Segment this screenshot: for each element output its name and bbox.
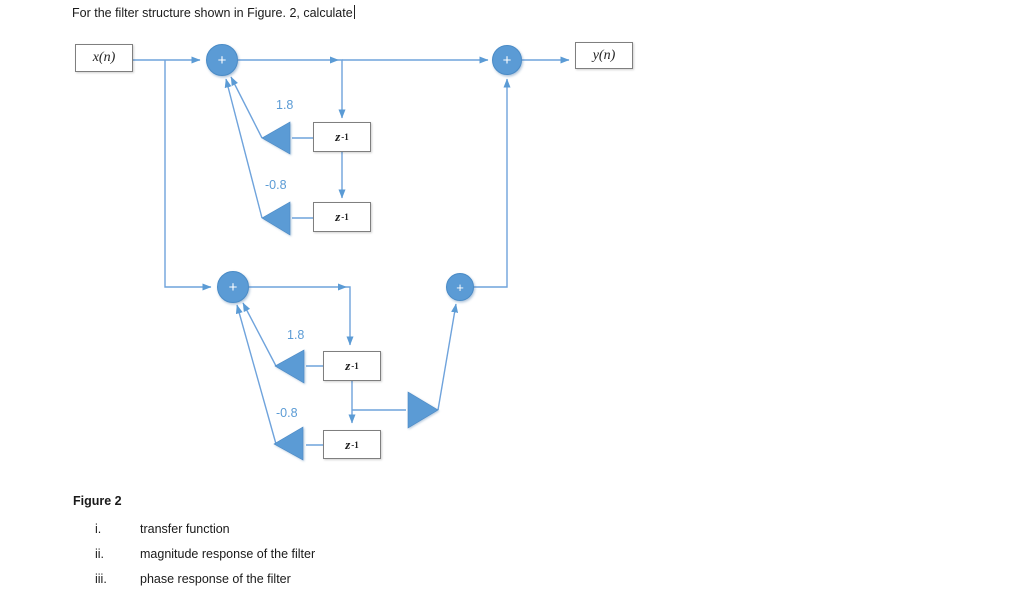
page-title-text: For the filter structure shown in Figure… [72, 6, 353, 20]
delay-block-3: z-1 [323, 351, 381, 381]
wire-gain4-feedback [235, 304, 277, 445]
gain-triangle-bottom-1 [274, 349, 305, 384]
plus-icon: + [502, 51, 512, 69]
question-item-3[interactable]: iii. phase response of the filter [95, 572, 291, 586]
adder-4: + [446, 273, 474, 301]
delay-base: z [345, 358, 351, 373]
question-number: i. [95, 522, 102, 536]
question-item-2[interactable]: ii. magnitude response of the filter [95, 547, 315, 561]
plus-icon: + [228, 278, 238, 296]
wire-gain3-feedback [242, 302, 277, 367]
delay-block-2: z-1 [313, 202, 371, 232]
wire-adder4-to-adder2 [474, 78, 511, 288]
gain-triangle-top-1 [261, 121, 291, 155]
gain-label-bottom-1: 1.8 [287, 328, 305, 342]
plus-icon: + [456, 279, 464, 295]
branch-arrow-top [330, 56, 339, 64]
input-signal-box: x(n) [75, 44, 133, 72]
adder-3: + [217, 271, 249, 303]
question-item-1[interactable]: i. transfer function [95, 522, 230, 536]
question-text: magnitude response of the filter [140, 547, 316, 561]
delay-base: z [335, 209, 341, 224]
figure-caption[interactable]: Figure 2 [73, 494, 122, 508]
text-cursor [353, 5, 355, 19]
gain-label-top-1: 1.8 [276, 98, 294, 112]
wire-input-branch-to-adder3 [164, 60, 212, 291]
output-signal-box: y(n) [575, 42, 633, 69]
page-title[interactable]: For the filter structure shown in Figure… [72, 5, 355, 20]
output-signal-label: y(n) [592, 47, 616, 63]
question-text: phase response of the filter [140, 572, 291, 586]
delay-block-1: z-1 [313, 122, 371, 152]
delay-base: z [345, 436, 351, 452]
gain-triangle-forward [407, 391, 439, 429]
adder-2: + [492, 45, 522, 75]
delay-base: z [335, 129, 341, 144]
wire-adder3-to-delay3 [249, 286, 354, 346]
branch-arrow-bottom [338, 283, 347, 291]
wire-gain2-feedback [224, 78, 263, 219]
plus-icon: + [217, 51, 227, 69]
question-number: ii. [95, 547, 105, 561]
question-number: iii. [95, 572, 107, 586]
wire-forward-gain-to-adder4 [437, 303, 459, 411]
gain-triangle-bottom-2 [273, 426, 304, 461]
input-signal-label: x(n) [92, 50, 116, 65]
gain-label-top-2: -0.8 [265, 178, 287, 192]
gain-triangle-top-2 [261, 201, 291, 236]
question-text: transfer function [140, 522, 230, 536]
wire-gain1-feedback [230, 76, 263, 139]
delay-block-4: z-1 [323, 430, 381, 459]
adder-1: + [206, 44, 238, 76]
gain-label-bottom-2: -0.8 [276, 406, 298, 420]
